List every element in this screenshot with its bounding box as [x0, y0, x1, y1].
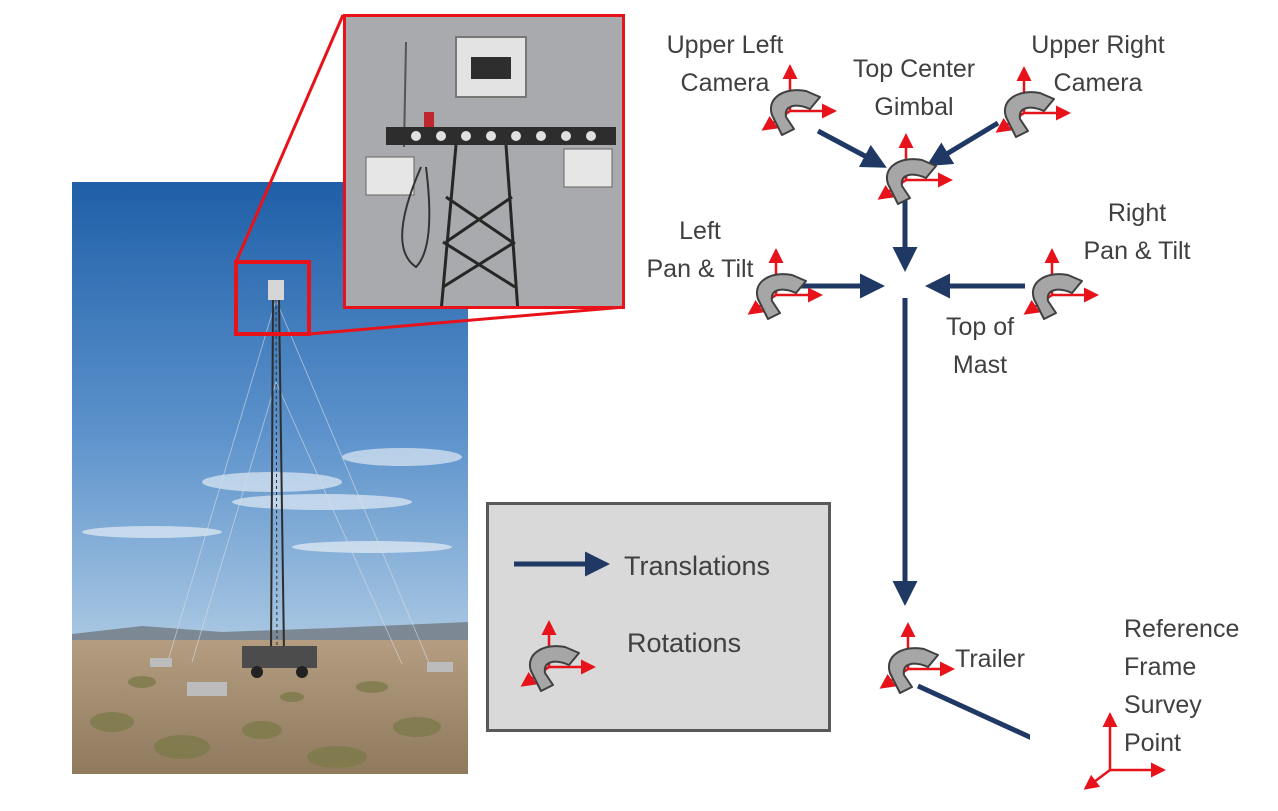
label-line: Pan & Tilt: [1083, 237, 1191, 265]
label-trailer: Trailer: [955, 640, 1047, 678]
label-line: Camera: [1053, 69, 1143, 97]
label-line: Mast: [952, 351, 1008, 379]
lattice: [440, 144, 520, 306]
mast-head-inset-drawing: [346, 17, 622, 306]
label-line: Reference: [1124, 615, 1240, 643]
label-upper-left-camera: Upper Left Camera: [652, 26, 798, 102]
label-line: Gimbal: [874, 93, 954, 121]
label-reference-frame: Reference Frame Survey Point: [1124, 610, 1264, 762]
trailer-body: [242, 646, 317, 668]
arrow-ulcam-to-gimbal: [816, 128, 887, 168]
frame-top-center-gimbal: [880, 136, 950, 204]
legend-translations-label: Translations: [624, 551, 771, 581]
label-line: Trailer: [955, 645, 1025, 673]
zoom-line-lower: [308, 305, 626, 336]
label-right-pan-tilt: Right Pan & Tilt: [1066, 194, 1208, 270]
legend: Translations Rotations: [486, 502, 831, 732]
label-line: Top Center: [852, 55, 976, 83]
label-line: Right: [1107, 199, 1167, 227]
label-upper-right-camera: Upper Right Camera: [1010, 26, 1186, 102]
legend-rotation-symbol: [520, 620, 596, 692]
zoom-source-box: [234, 260, 311, 336]
label-line: Top of: [945, 313, 1015, 341]
label-top-center-gimbal: Top Center Gimbal: [836, 50, 992, 126]
mast-head: [268, 280, 284, 300]
crossbar: [386, 127, 616, 145]
zoom-line-upper: [234, 14, 345, 263]
concrete-block: [187, 682, 227, 696]
guy-wires: [166, 299, 433, 671]
mountains: [72, 622, 468, 644]
legend-symbols: [514, 551, 610, 692]
brush: [90, 676, 441, 768]
frame-trailer: [882, 625, 952, 693]
label-line: Upper Left: [666, 31, 784, 59]
label-line: Frame: [1124, 653, 1197, 681]
mast: [270, 299, 285, 653]
label-line: Left: [679, 217, 721, 245]
reference-axes: [1083, 712, 1166, 790]
label-line: Survey: [1124, 691, 1202, 719]
label-line: Camera: [680, 69, 770, 97]
label-top-of-mast: Top of Mast: [920, 308, 1040, 384]
label-line: Pan & Tilt: [646, 255, 754, 283]
legend-rotations-label: Rotations: [627, 628, 742, 658]
left-camera-housing: [365, 156, 415, 196]
mast-head-inset: [343, 14, 625, 309]
arrow-urcam-to-gimbal: [926, 120, 1000, 167]
right-camera-housing: [563, 148, 613, 188]
label-line: Upper Right: [1031, 31, 1165, 59]
label-left-pan-tilt: Left Pan & Tilt: [630, 212, 770, 288]
reference-frame-panel: [1030, 590, 1274, 795]
label-line: Point: [1124, 729, 1181, 757]
